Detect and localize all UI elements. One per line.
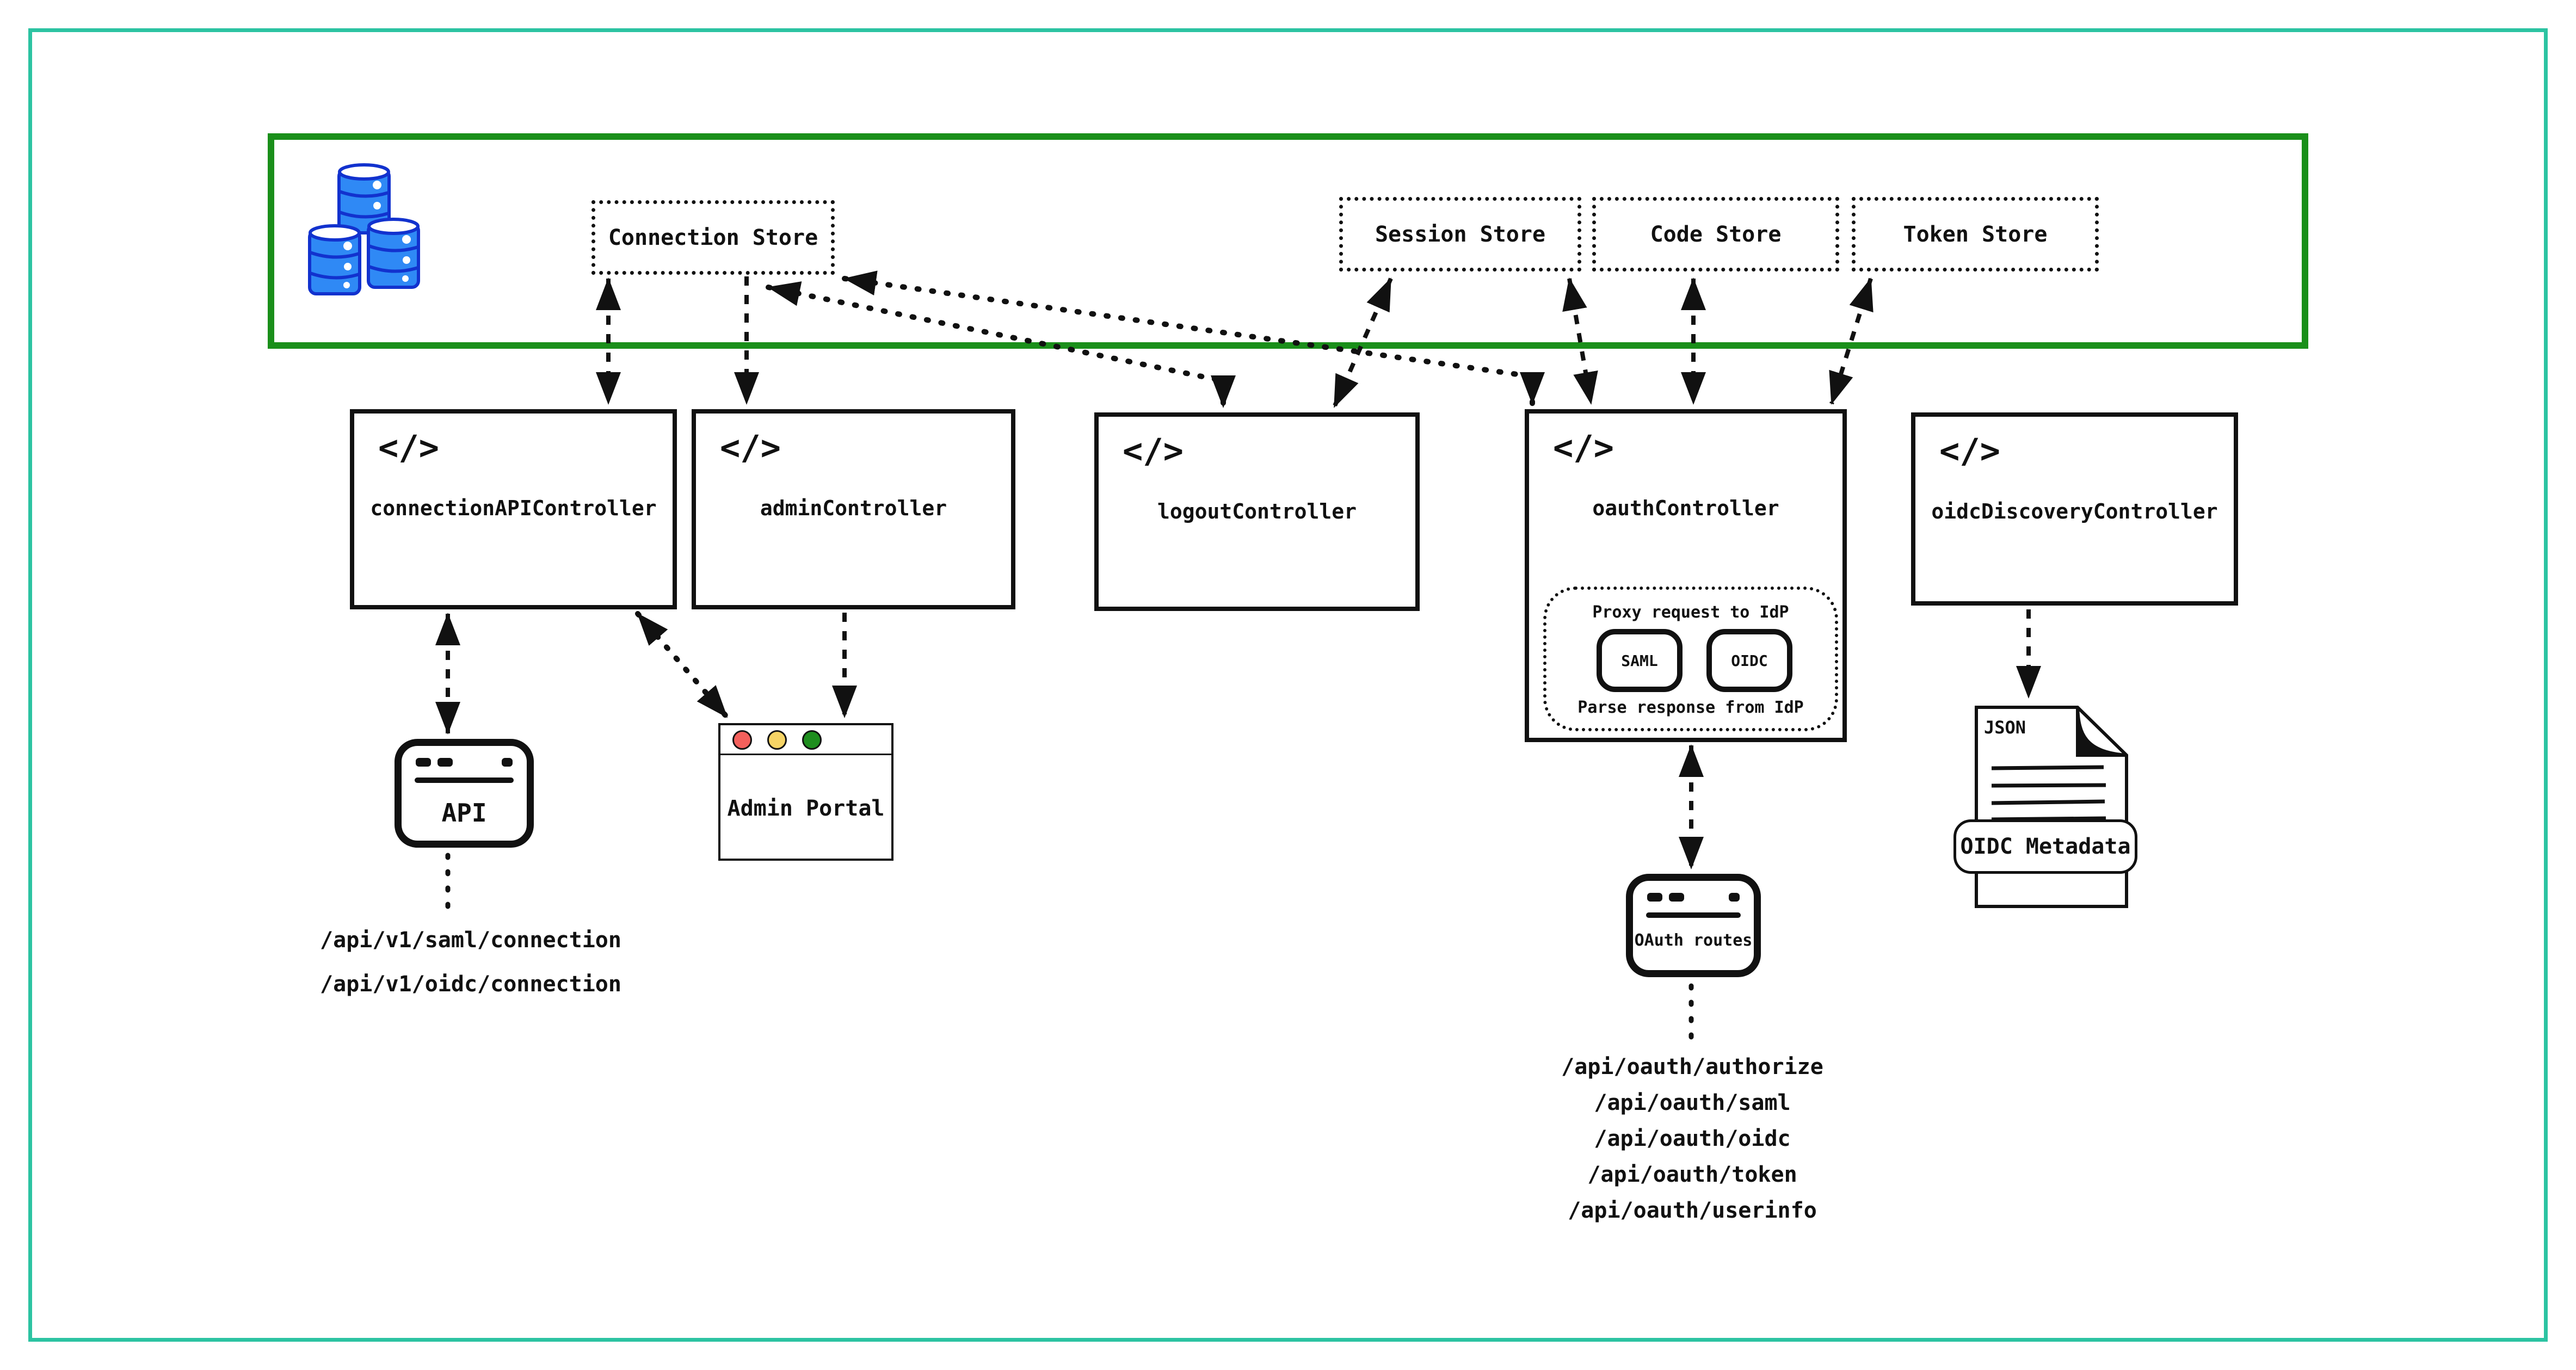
connection-api-paths: /api/v1/saml/connection /api/v1/oidc/con… bbox=[310, 918, 631, 1007]
logout-controller: </> logoutController bbox=[1094, 412, 1420, 611]
window-dot-icon bbox=[1729, 893, 1740, 902]
code-icon: </> bbox=[720, 428, 781, 467]
controller-label: oidcDiscoveryController bbox=[1931, 499, 2218, 523]
window-bar bbox=[415, 777, 514, 783]
oidc-metadata-banner: OIDC Metadata bbox=[1953, 819, 2137, 874]
oidc-protocol-box: OIDC bbox=[1706, 629, 1792, 692]
saml-label: SAML bbox=[1621, 651, 1658, 670]
connection-api-controller: </> connectionAPIController bbox=[350, 409, 677, 609]
admin-portal-window: Admin Portal bbox=[718, 723, 893, 861]
idp-proxy-box: Proxy request to IdP SAML OIDC Parse res… bbox=[1543, 587, 1838, 731]
window-dot-icon bbox=[437, 758, 453, 767]
arrow-session-store-oauth bbox=[1562, 277, 1598, 405]
api-window: API bbox=[395, 739, 534, 848]
close-icon bbox=[732, 730, 752, 750]
oauth-routes-label: OAuth routes bbox=[1634, 931, 1753, 950]
minimize-icon bbox=[767, 730, 787, 750]
oidc-metadata-label: OIDC Metadata bbox=[1960, 834, 2131, 859]
oauth-api-paths: /api/oauth/authorize /api/oauth/saml /ap… bbox=[1534, 1049, 1850, 1229]
code-icon: </> bbox=[1939, 431, 2000, 471]
api-window-label: API bbox=[441, 798, 487, 828]
arrow-connection-api-to-admin-portal bbox=[635, 611, 730, 720]
token-store: Token Store bbox=[1852, 197, 2099, 271]
window-dot-icon bbox=[1669, 893, 1684, 902]
connection-store: Connection Store bbox=[591, 200, 835, 275]
api-path: /api/oauth/token bbox=[1587, 1162, 1797, 1187]
parse-response-label: Parse response from IdP bbox=[1577, 698, 1804, 717]
code-icon: </> bbox=[1553, 428, 1614, 467]
arrow-token-store-oauth bbox=[1829, 277, 1874, 405]
api-path: /api/oauth/authorize bbox=[1561, 1054, 1823, 1079]
oidc-discovery-controller: </> oidcDiscoveryController bbox=[1911, 412, 2238, 606]
token-store-label: Token Store bbox=[1903, 221, 2048, 247]
controller-label: logoutController bbox=[1157, 499, 1357, 523]
admin-controller: </> adminController bbox=[692, 409, 1015, 609]
saml-protocol-box: SAML bbox=[1597, 629, 1683, 692]
proxy-request-label: Proxy request to IdP bbox=[1592, 603, 1789, 622]
code-store: Code Store bbox=[1592, 197, 1839, 271]
code-store-label: Code Store bbox=[1650, 221, 1782, 247]
oauth-routes-window: OAuth routes bbox=[1626, 874, 1761, 977]
session-store-label: Session Store bbox=[1375, 221, 1546, 247]
svg-text:JSON: JSON bbox=[1984, 717, 2026, 738]
api-path: /api/oauth/userinfo bbox=[1568, 1198, 1817, 1223]
admin-portal-titlebar bbox=[720, 725, 891, 755]
api-path: /api/oauth/oidc bbox=[1594, 1126, 1791, 1151]
maximize-icon bbox=[802, 730, 822, 750]
api-path: /api/oauth/saml bbox=[1594, 1090, 1791, 1115]
connection-store-label: Connection Store bbox=[608, 225, 818, 250]
window-dot-icon bbox=[502, 758, 513, 767]
arrow-session-store-logout bbox=[1332, 277, 1393, 408]
session-store: Session Store bbox=[1339, 197, 1581, 271]
code-icon: </> bbox=[1123, 431, 1184, 471]
window-dot-icon bbox=[416, 758, 431, 767]
window-dot-icon bbox=[1647, 893, 1662, 902]
arrow-logout-to-connection-store bbox=[766, 281, 1236, 410]
api-path: /api/v1/saml/connection bbox=[320, 928, 621, 953]
controller-label: adminController bbox=[760, 496, 947, 520]
api-path: /api/v1/oidc/connection bbox=[320, 972, 621, 997]
oidc-label: OIDC bbox=[1731, 651, 1768, 670]
window-bar bbox=[1646, 912, 1741, 918]
code-icon: </> bbox=[378, 428, 439, 467]
controller-label: oauthController bbox=[1592, 496, 1779, 520]
oauth-controller: </> oauthController Proxy request to IdP… bbox=[1525, 409, 1847, 742]
controller-label: connectionAPIController bbox=[370, 496, 657, 520]
arrow-oauth-to-connection-store bbox=[842, 270, 1545, 406]
admin-portal-label: Admin Portal bbox=[727, 796, 885, 821]
